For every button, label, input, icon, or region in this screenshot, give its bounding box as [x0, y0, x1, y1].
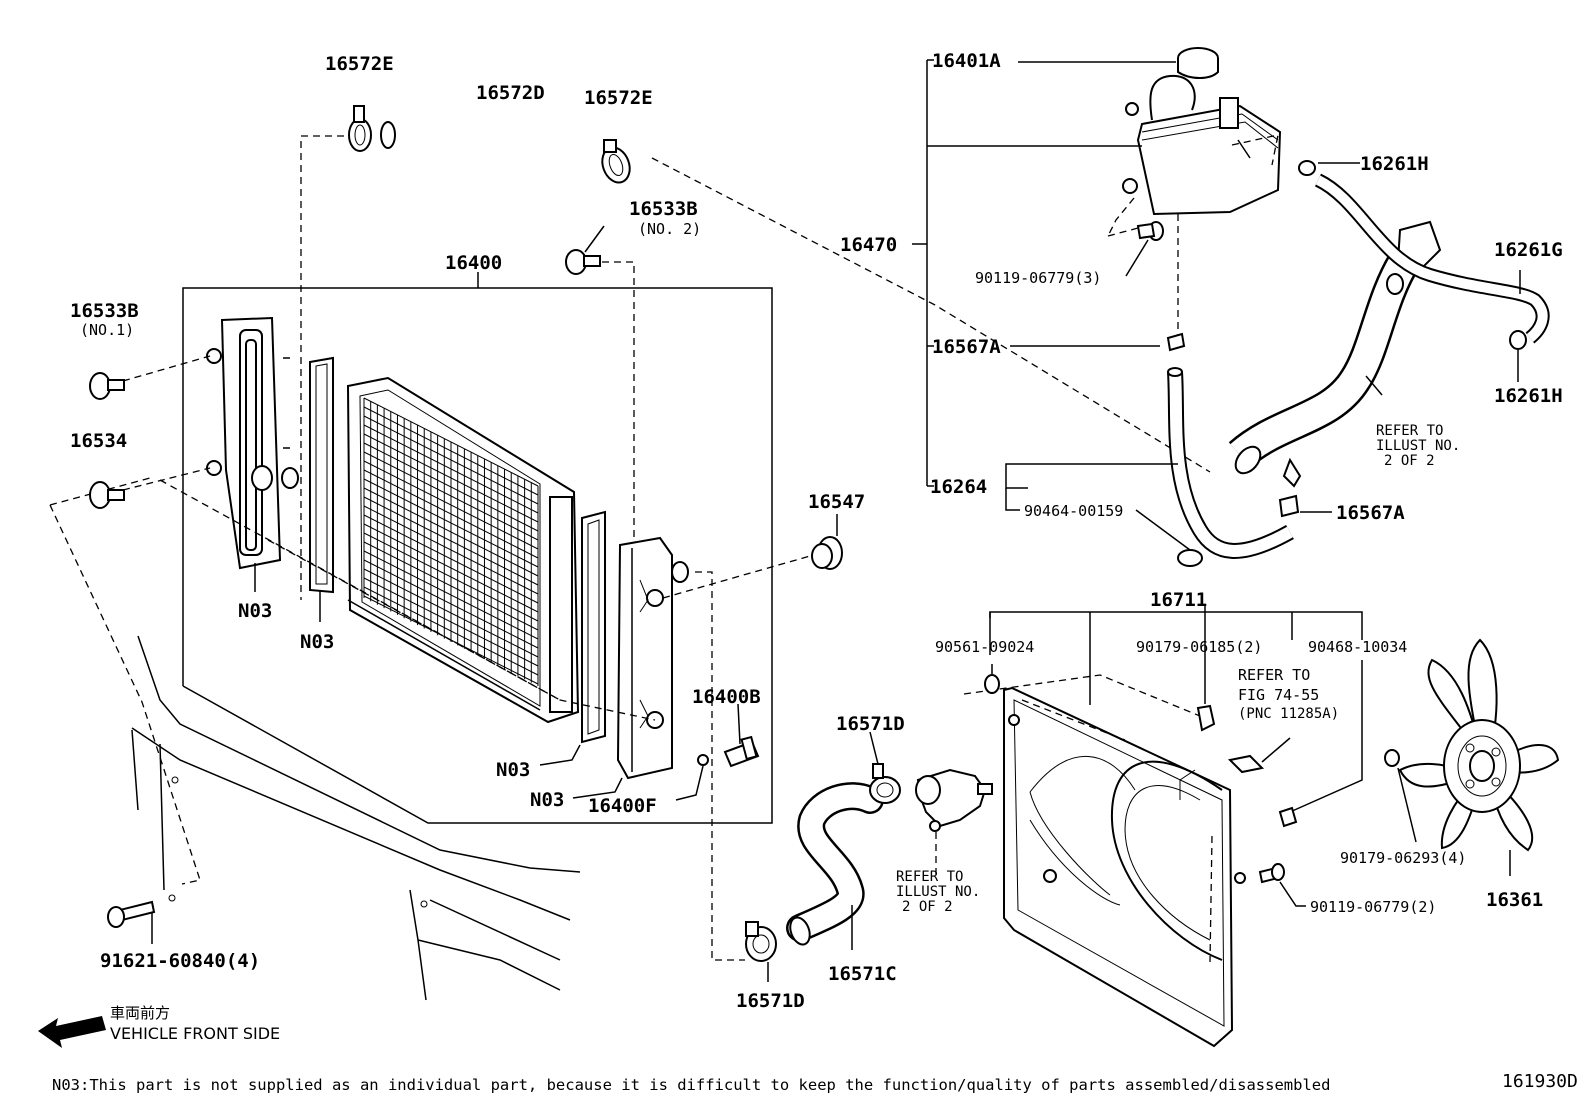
refer-illust-b-line2: ILLUST NO.: [896, 884, 980, 900]
hose-clamp-left[interactable]: [348, 105, 372, 152]
label-16567a-a: 16567A: [932, 336, 1001, 358]
refer-fig-line2: FIG 74-55: [1238, 686, 1319, 704]
bolt-16533b-no1[interactable]: [89, 372, 125, 400]
radiator-right-tank: [616, 536, 689, 780]
label-16361: 16361: [1486, 889, 1543, 911]
lower-hose-clamp-top[interactable]: [869, 763, 901, 804]
bypass-hose-clamp-bottom[interactable]: [1509, 330, 1527, 350]
label-16572e-a: 16572E: [325, 53, 394, 75]
reservoir-hose-clamp-a[interactable]: [1166, 332, 1186, 352]
label-n03-b: N03: [300, 631, 334, 653]
vehicle-front-jp: 車両前方: [110, 1004, 170, 1022]
lower-radiator-hose[interactable]: [786, 782, 884, 947]
label-16400: 16400: [445, 252, 502, 274]
bolt-90119-2[interactable]: [1258, 863, 1285, 884]
gasket-left: [309, 356, 334, 594]
label-16534: 16534: [70, 430, 127, 452]
radiator-support-cushion[interactable]: [811, 536, 843, 570]
label-16547: 16547: [808, 491, 865, 513]
reservoir-tank: [1122, 47, 1282, 216]
refer-fig-tag: [1227, 754, 1265, 774]
label-90119-2: 90119-06779(2): [1310, 898, 1436, 916]
label-16572e-b: 16572E: [584, 87, 653, 109]
label-16470: 16470: [840, 234, 897, 256]
label-90468: 90468-10034: [1308, 638, 1407, 656]
label-16261h-a: 16261H: [1360, 153, 1429, 175]
bolt-91621[interactable]: [107, 894, 176, 928]
upper-radiator-hose[interactable]: [377, 104, 596, 181]
label-16571d-b: 16571D: [736, 990, 805, 1012]
radiator-core: [346, 376, 580, 724]
label-no1: (NO.1): [80, 321, 134, 339]
label-16571d-a: 16571D: [836, 713, 905, 735]
label-16571c: 16571C: [828, 963, 897, 985]
label-16261g: 16261G: [1494, 239, 1563, 261]
footnote-n03: N03:This part is not supplied as an indi…: [52, 1076, 1330, 1094]
bypass-hose-16261g[interactable]: [1314, 173, 1550, 344]
label-16711: 16711: [1150, 589, 1207, 611]
reservoir-hose-clamp-b[interactable]: [1278, 494, 1300, 518]
label-no2: (NO. 2): [638, 220, 701, 238]
cooling-fan: [1398, 638, 1560, 852]
label-91621: 91621-60840(4): [100, 950, 260, 972]
clip-90468[interactable]: [1278, 806, 1298, 828]
water-inlet-housing: [915, 768, 993, 832]
refer-illust-b-line3: 2 OF 2: [902, 899, 953, 915]
vehicle-front-arrow-icon: [38, 1016, 106, 1048]
label-90561: 90561-09024: [935, 638, 1034, 656]
label-16400b: 16400B: [692, 686, 761, 708]
nut-90179-2[interactable]: [1196, 704, 1216, 732]
drain-cock-plug[interactable]: [723, 735, 760, 768]
label-90179-2: 90179-06185(2): [1136, 638, 1262, 656]
nut-90561[interactable]: [984, 674, 1000, 694]
refer-fig-line3: (PNC 11285A): [1238, 706, 1339, 722]
bolt-16533b-no2[interactable]: [565, 249, 601, 275]
label-90464: 90464-00159: [1024, 502, 1123, 520]
bolt-90119-3[interactable]: [1136, 221, 1164, 241]
vehicle-front-en: VEHICLE FRONT SIDE: [110, 1024, 280, 1043]
fan-shroud: [1003, 686, 1246, 1048]
refer-illust-a-line3: 2 OF 2: [1384, 453, 1435, 469]
bypass-hose-clamp-top[interactable]: [1298, 160, 1316, 176]
label-16533b-no1: 16533B: [70, 300, 139, 322]
figure-id: 161930D: [1502, 1071, 1578, 1092]
refer-illust-a-line1: REFER TO: [1376, 423, 1443, 439]
refer-fig-line1: REFER TO: [1238, 666, 1310, 684]
label-n03-d: N03: [530, 789, 564, 811]
vehicle-body-outline: [131, 635, 581, 1001]
hose-clamp-right[interactable]: [598, 139, 635, 186]
radiator-assembly-outline: [182, 287, 773, 824]
label-16533b-no2: 16533B: [629, 198, 698, 220]
radiator-inlet-pipe: [1228, 220, 1442, 488]
reservoir-hose[interactable]: [1167, 367, 1294, 559]
label-16400f: 16400F: [588, 795, 657, 817]
label-n03-a: N03: [238, 600, 272, 622]
label-16264: 16264: [930, 476, 987, 498]
label-90179-4: 90179-06293(4): [1340, 849, 1466, 867]
label-16261h-b: 16261H: [1494, 385, 1563, 407]
bolt-16534[interactable]: [89, 481, 125, 509]
lower-hose-clamp-bottom[interactable]: [745, 921, 777, 962]
radiator-left-tank: [206, 316, 299, 570]
nut-90179-4[interactable]: [1384, 749, 1400, 767]
label-n03-c: N03: [496, 759, 530, 781]
refer-illust-a-line2: ILLUST NO.: [1376, 438, 1460, 454]
label-90119-3: 90119-06779(3): [975, 269, 1101, 287]
refer-illust-b-line1: REFER TO: [896, 869, 963, 885]
gasket-right: [581, 510, 606, 744]
label-16401a: 16401A: [932, 50, 1001, 72]
label-16572d: 16572D: [476, 82, 545, 104]
drain-cock-o-ring[interactable]: [697, 754, 709, 766]
label-16567a-b: 16567A: [1336, 502, 1405, 524]
reservoir-hose-clip[interactable]: [1177, 549, 1203, 567]
